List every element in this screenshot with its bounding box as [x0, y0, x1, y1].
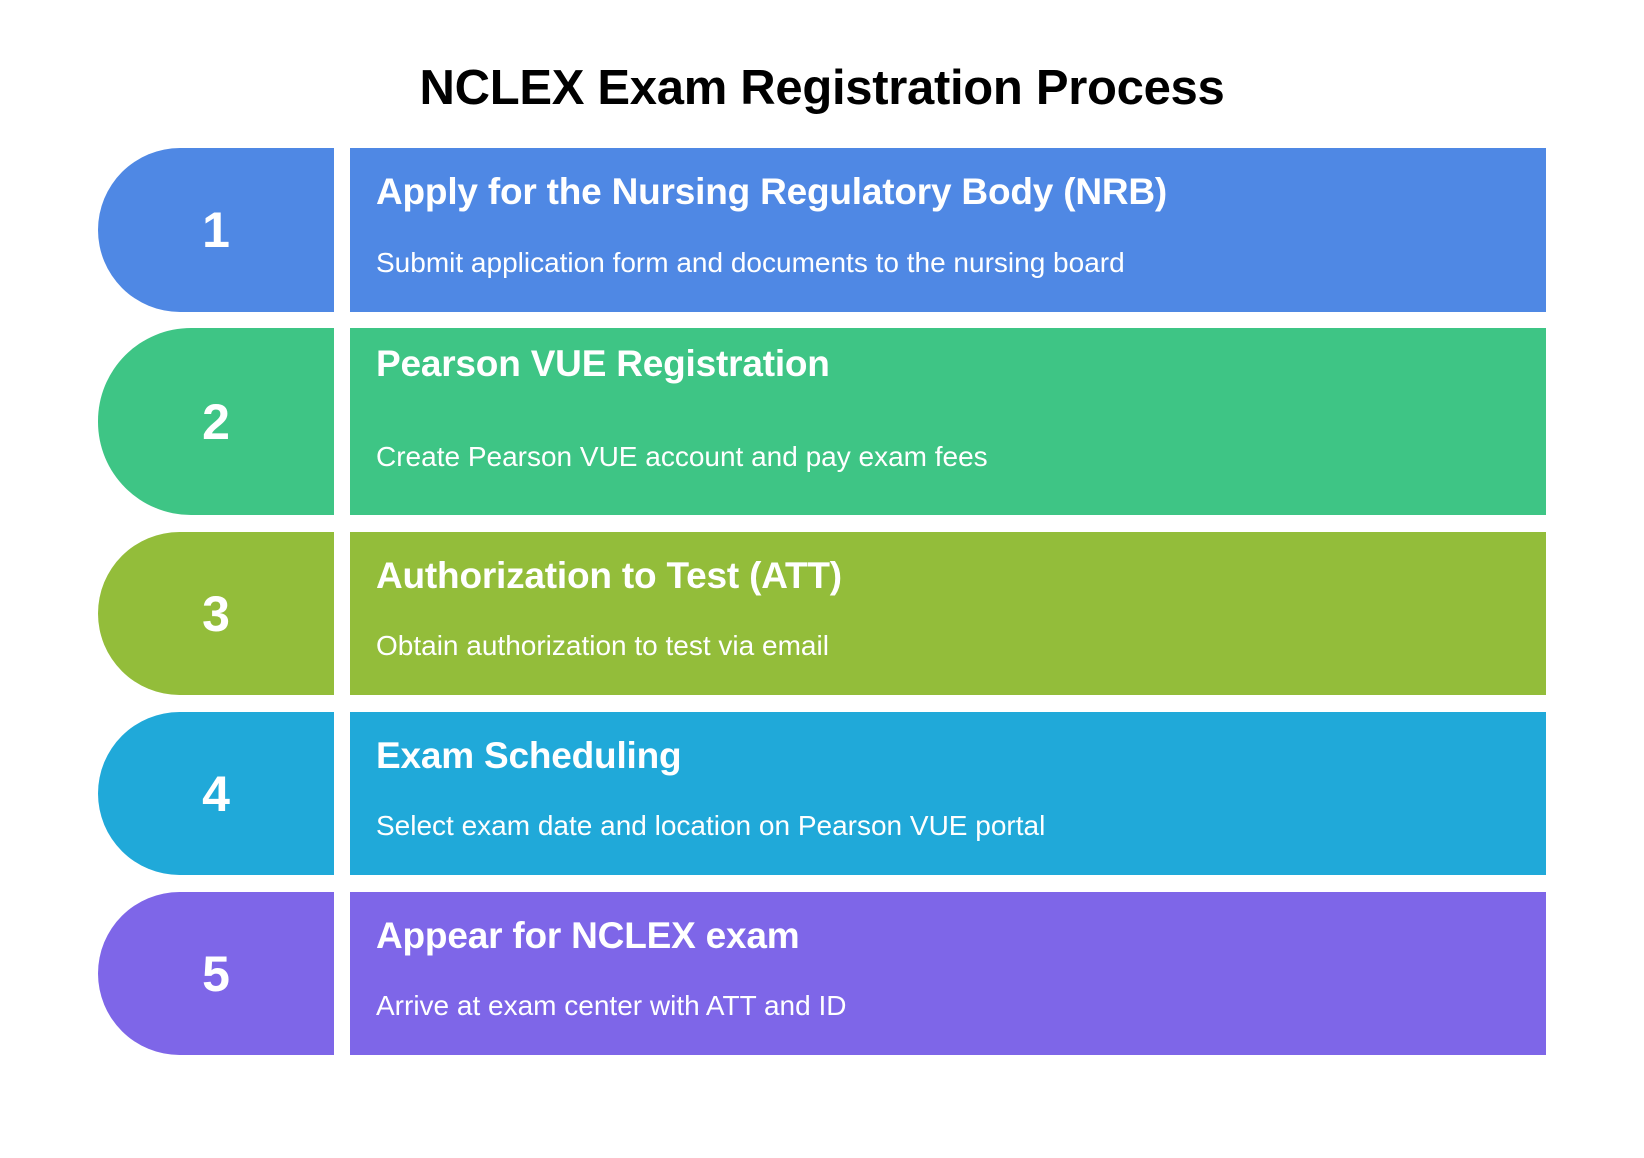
- step-description: Select exam date and location on Pearson…: [376, 810, 1046, 841]
- step-number-badge: 5: [98, 892, 334, 1055]
- step-number-badge: 3: [98, 532, 334, 695]
- step-description: Create Pearson VUE account and pay exam …: [376, 441, 988, 472]
- step-heading: Authorization to Test (ATT): [376, 555, 842, 596]
- page-title: NCLEX Exam Registration Process: [419, 61, 1225, 115]
- step-number: 1: [202, 202, 230, 258]
- step-row-1: 1 Apply for the Nursing Regulatory Body …: [98, 148, 1546, 312]
- step-content-box: Exam Scheduling Select exam date and loc…: [350, 712, 1546, 875]
- step-number: 3: [202, 585, 230, 642]
- step-description: Obtain authorization to test via email: [376, 630, 829, 661]
- step-description: Arrive at exam center with ATT and ID: [376, 990, 847, 1021]
- step-number-badge: 1: [98, 148, 334, 312]
- step-row-4: 4 Exam Scheduling Select exam date and l…: [98, 712, 1546, 875]
- step-row-2: 2 Pearson VUE Registration Create Pearso…: [98, 328, 1546, 515]
- step-description: Submit application form and documents to…: [376, 247, 1125, 278]
- step-content-box: Pearson VUE Registration Create Pearson …: [350, 328, 1546, 515]
- step-heading: Pearson VUE Registration: [376, 343, 830, 384]
- step-number-badge: 4: [98, 712, 334, 875]
- step-content-box: Authorization to Test (ATT) Obtain autho…: [350, 532, 1546, 695]
- step-row-5: 5 Appear for NCLEX exam Arrive at exam c…: [98, 892, 1546, 1055]
- step-number: 5: [202, 945, 230, 1002]
- step-number: 4: [202, 765, 230, 822]
- step-heading: Appear for NCLEX exam: [376, 915, 800, 956]
- step-content-box: Appear for NCLEX exam Arrive at exam cen…: [350, 892, 1546, 1055]
- step-content-box: Apply for the Nursing Regulatory Body (N…: [350, 148, 1546, 312]
- step-number: 2: [202, 393, 230, 450]
- step-heading: Apply for the Nursing Regulatory Body (N…: [376, 171, 1168, 212]
- step-row-3: 3 Authorization to Test (ATT) Obtain aut…: [98, 532, 1546, 695]
- step-number-badge: 2: [98, 328, 334, 515]
- step-heading: Exam Scheduling: [376, 735, 682, 776]
